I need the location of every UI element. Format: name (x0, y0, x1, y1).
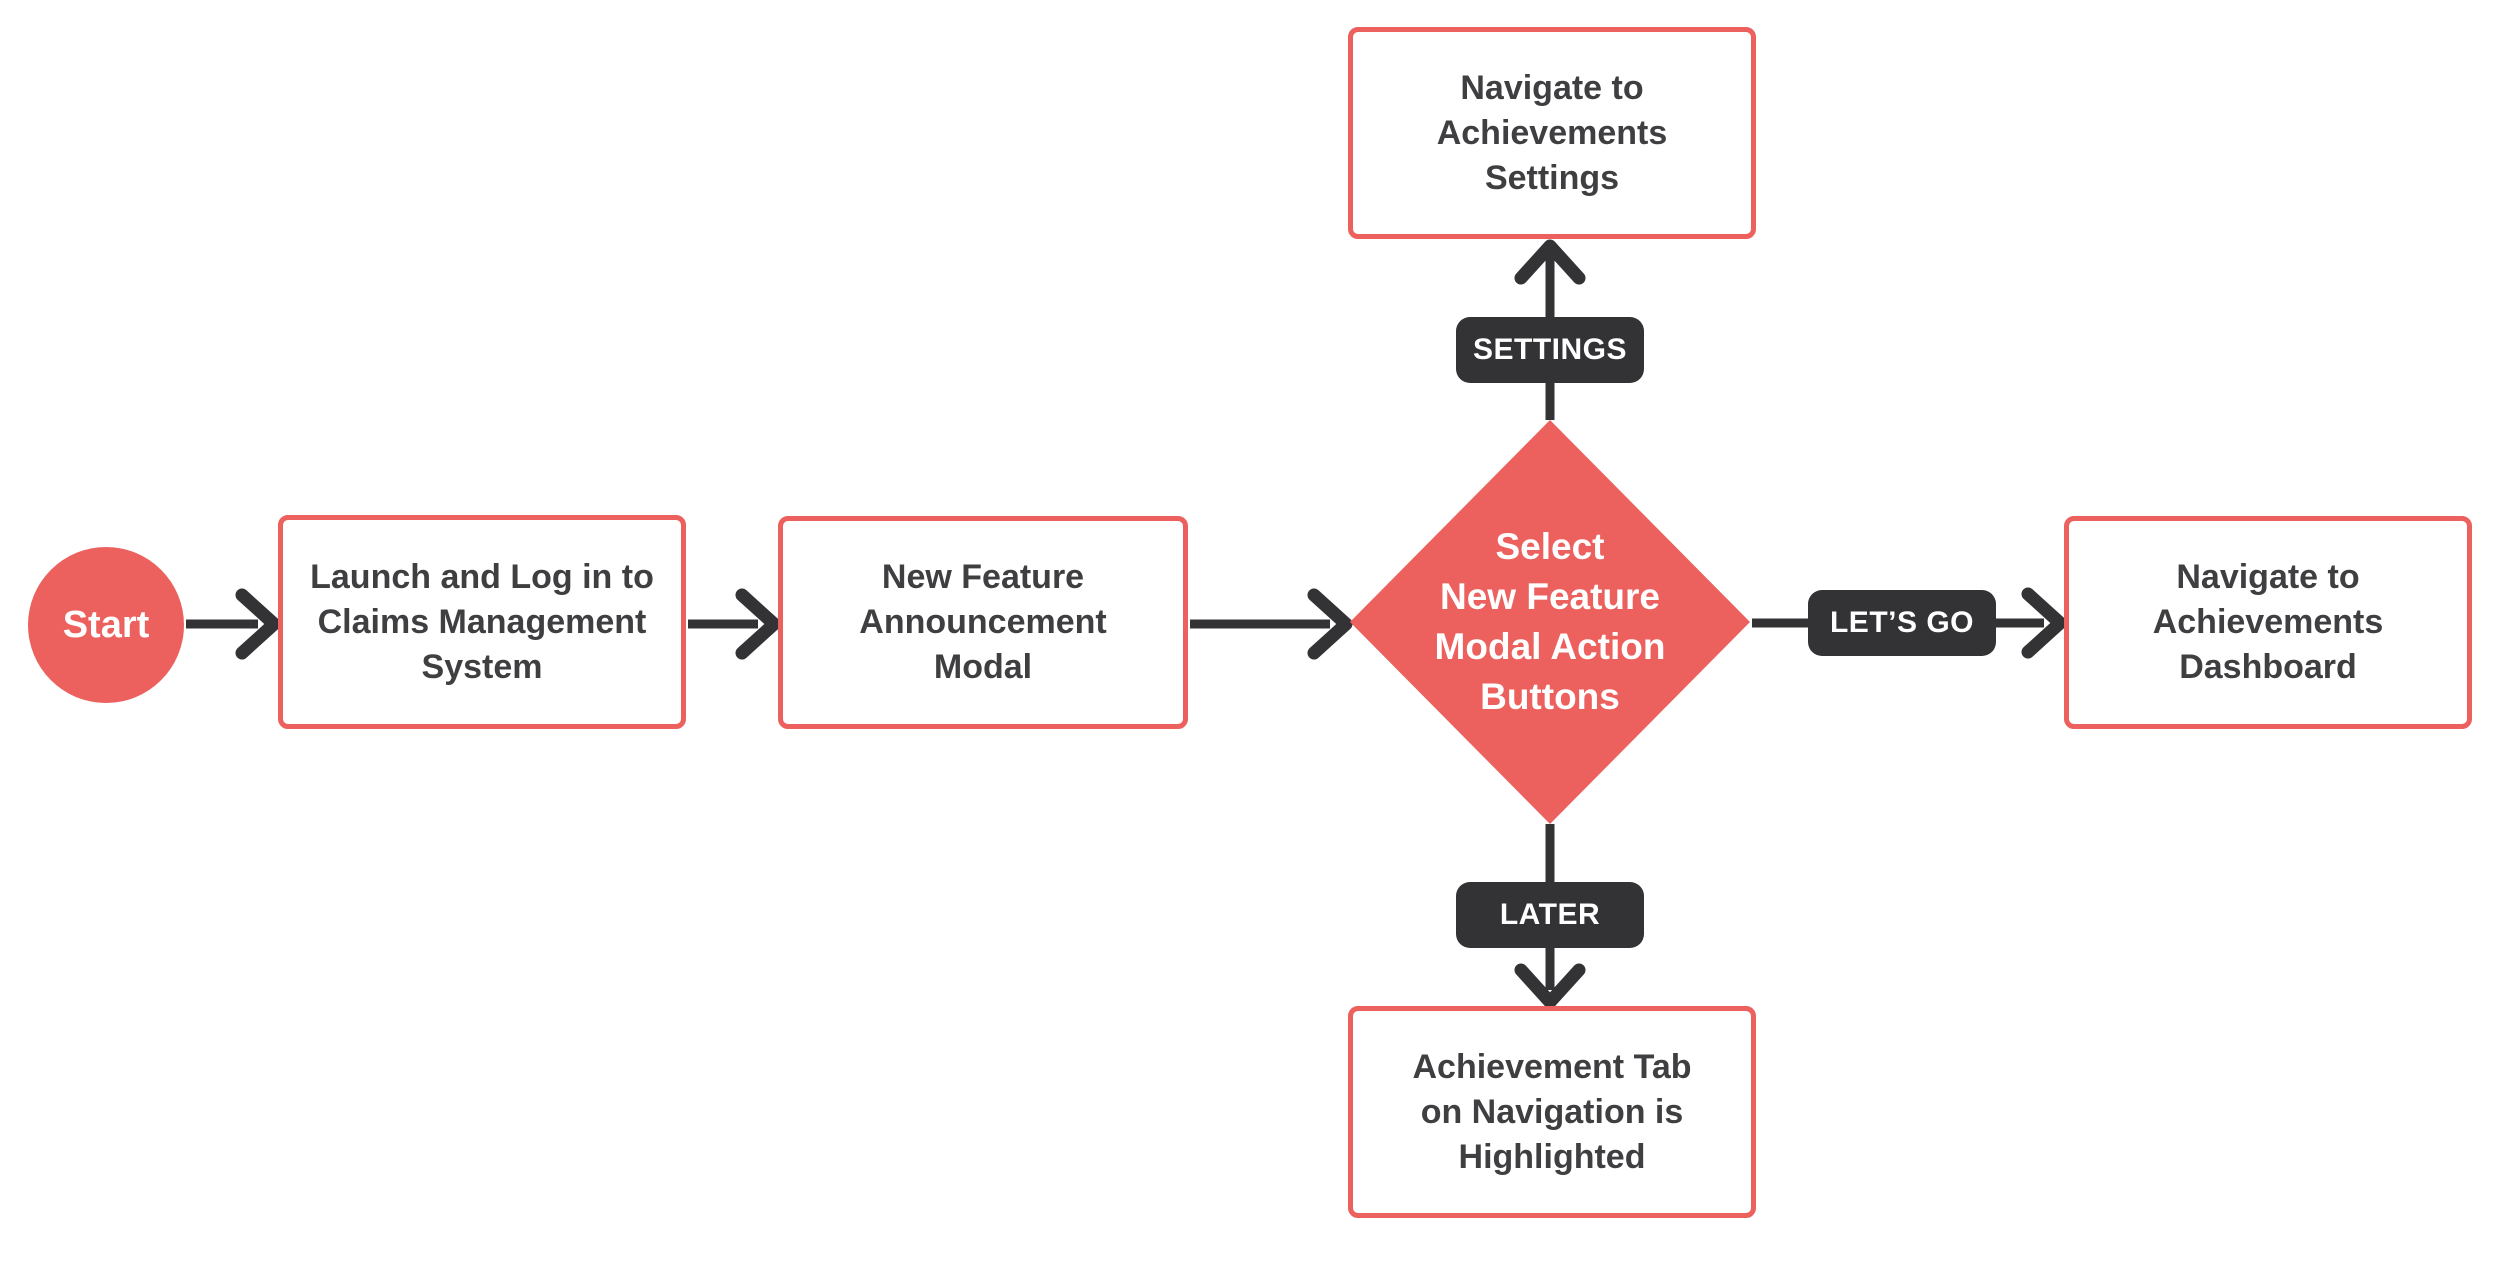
process-box-navigate-settings: Navigate to Achievements Settings (1348, 27, 1756, 239)
process-box-achievement-tab-line: on Navigation is (1420, 1092, 1684, 1131)
process-box-achievement-tab-line: Achievement Tab (1412, 1047, 1692, 1086)
process-box-navigate-dashboard-line: Navigate to (2176, 558, 2360, 596)
process-box-launch-login-line: Launch and Log in to (310, 557, 654, 596)
arrowhead-decision-to-later (1514, 963, 1586, 1009)
process-box-new-feature-modal-line: New Feature (881, 558, 1085, 596)
arrowhead-modal-to-decision (1307, 588, 1353, 660)
process-box-navigate-dashboard-line: Achievements (2152, 603, 2384, 641)
process-box-launch-login-line: Claims Management (317, 602, 647, 641)
arrowhead-start-to-launch (235, 588, 281, 660)
edge-label-settings: SETTINGS (1456, 317, 1644, 383)
edge-label-settings-text: SETTINGS (1472, 333, 1627, 366)
process-box-launch-login: Launch and Log in to Claims Management S… (278, 515, 686, 729)
decision-line: Modal Action (1434, 626, 1666, 667)
start-node: Start (28, 547, 184, 703)
decision-diamond: Select New Feature Modal Action Buttons (1350, 420, 1750, 824)
process-box-navigate-dashboard-line: Dashboard (2179, 648, 2357, 686)
process-box-navigate-dashboard: Navigate to Achievements Dashboard (2064, 516, 2472, 729)
edge-label-later-text: LATER (1499, 898, 1601, 931)
arrowhead-launch-to-modal (735, 588, 781, 660)
decision-diamond-text: Select New Feature Modal Action Buttons (1435, 522, 1666, 722)
process-box-navigate-settings-line: Achievements (1436, 113, 1668, 152)
decision-line: Buttons (1480, 676, 1620, 717)
decision-line: Select (1495, 526, 1605, 567)
arrowhead-decision-to-dashboard (2021, 587, 2067, 659)
process-box-new-feature-modal-line: Announcement (859, 603, 1107, 641)
process-box-navigate-settings-line: Settings (1484, 158, 1620, 197)
process-box-launch-login-line: System (421, 647, 543, 686)
start-label: Start (62, 603, 150, 646)
edge-label-lets-go: LET’S GO (1808, 590, 1996, 656)
edge-label-later: LATER (1456, 882, 1644, 948)
process-box-new-feature-modal: New Feature Announcement Modal (778, 516, 1188, 729)
process-box-achievement-tab-highlighted: Achievement Tab on Navigation is Highlig… (1348, 1006, 1756, 1218)
process-box-achievement-tab-line: Highlighted (1458, 1137, 1646, 1176)
process-box-navigate-settings-line: Navigate to (1460, 68, 1644, 107)
arrowhead-decision-to-settings (1514, 239, 1586, 285)
process-box-new-feature-modal-line: Modal (933, 648, 1033, 686)
edge-label-lets-go-text: LET’S GO (1829, 606, 1974, 639)
decision-line: New Feature (1439, 576, 1660, 617)
